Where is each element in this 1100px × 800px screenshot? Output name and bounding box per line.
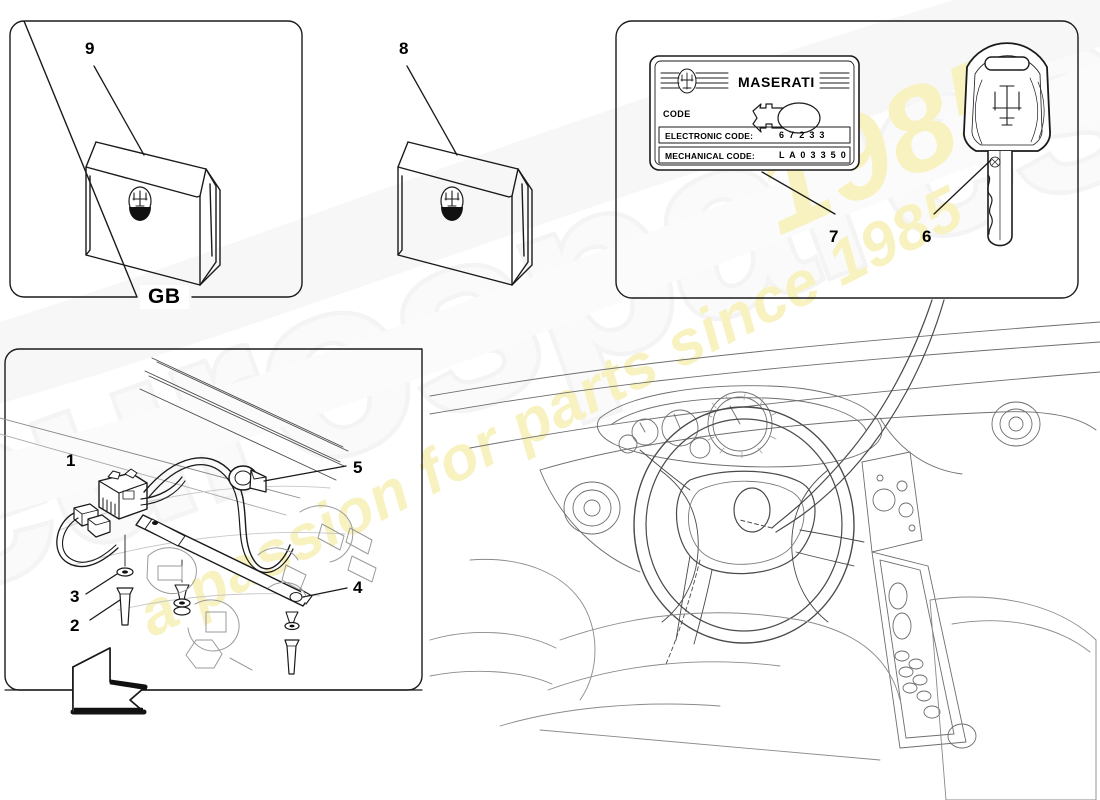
card-mechanical-code-label: MECHANICAL CODE: [665, 151, 755, 161]
panel-gb-frame [9, 20, 303, 298]
ghost-column-parts [146, 505, 377, 671]
code-card-illustration [649, 55, 860, 171]
region-label-gb: GB [140, 285, 189, 309]
section-arrow [70, 647, 148, 715]
leader-line-5 [263, 465, 347, 482]
callout-6: 6 [922, 227, 932, 246]
panel-sensor-frame [4, 348, 423, 691]
mounting-bracket [135, 514, 313, 607]
callout-1: 1 [66, 451, 76, 470]
leader-line-3 [85, 573, 118, 595]
alarm-sensor-module [56, 468, 186, 568]
wiring-grommet [228, 465, 267, 493]
leader-line-9 [93, 65, 145, 156]
wallet-gb-illustration [85, 141, 221, 286]
hardware-left [116, 567, 134, 626]
callout-4: 4 [353, 578, 363, 597]
car-interior [429, 299, 1100, 800]
leader-line-4 [302, 587, 348, 598]
wiring-harness [143, 457, 294, 573]
card-code-label: CODE [663, 109, 691, 119]
windshield-lines [0, 357, 349, 516]
card-brand-text: MASERATI [738, 74, 815, 90]
callout-8: 8 [399, 39, 409, 58]
card-mechanical-code-value: L A 0 3 3 5 0 [779, 150, 848, 160]
callout-7: 7 [829, 227, 839, 246]
hardware-right [284, 611, 300, 675]
leader-line-6 [933, 159, 992, 215]
callout-5: 5 [353, 458, 363, 477]
hardware-centre [173, 559, 191, 616]
card-electronic-code-label: ELECTRONIC CODE: [665, 131, 754, 141]
leader-line-2 [89, 599, 121, 621]
leader-line-8 [406, 65, 458, 156]
callout-9: 9 [85, 39, 95, 58]
callout-3: 3 [70, 587, 80, 606]
card-electronic-code-value: 6 7 2 3 3 [779, 130, 826, 140]
key-illustration [963, 42, 1051, 247]
watermark-swoosh-2 [0, 62, 1100, 515]
leader-line-7 [761, 171, 836, 215]
panel-key-frame [615, 20, 1079, 299]
callout-2: 2 [70, 616, 80, 635]
wallet-illustration [397, 141, 533, 286]
